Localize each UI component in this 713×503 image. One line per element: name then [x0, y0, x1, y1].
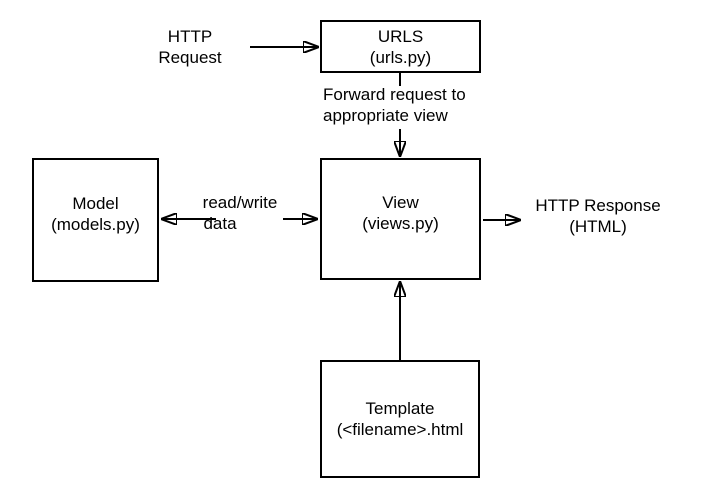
node-urls-title: URLS	[377, 26, 424, 46]
label-read-write-line2: data	[203, 214, 237, 233]
label-http-request-line1: HTTP	[167, 27, 213, 46]
label-http-request: HTTP Request	[145, 26, 235, 68]
label-forward-request-line2: appropriate view	[323, 106, 448, 125]
label-forward-request-line1: Forward request to	[323, 85, 466, 104]
label-http-response-line2: (HTML)	[569, 217, 627, 236]
node-view: View (views.py)	[320, 158, 481, 280]
node-template: Template (<filename>.html	[320, 360, 480, 478]
node-urls: URLS (urls.py)	[320, 20, 481, 73]
node-model-title: Model	[72, 194, 119, 213]
node-view-title: View	[382, 193, 419, 212]
node-template-title: Template	[365, 399, 435, 418]
node-template-subtitle: (<filename>.html	[336, 420, 464, 439]
label-read-write-line1: read/write	[202, 193, 278, 212]
label-http-response: HTTP Response (HTML)	[528, 195, 668, 237]
label-forward-request: Forward request to appropriate view	[323, 84, 466, 126]
label-http-response-line1: HTTP Response	[535, 196, 661, 215]
node-view-subtitle: (views.py)	[362, 214, 439, 233]
node-urls-subtitle: (urls.py)	[369, 47, 432, 67]
label-read-write-data: data	[163, 213, 277, 234]
label-read-write: read/write	[180, 192, 300, 213]
node-model-subtitle: (models.py)	[51, 215, 140, 234]
node-model: Model (models.py)	[32, 158, 159, 282]
label-http-request-line2: Request	[158, 48, 222, 67]
